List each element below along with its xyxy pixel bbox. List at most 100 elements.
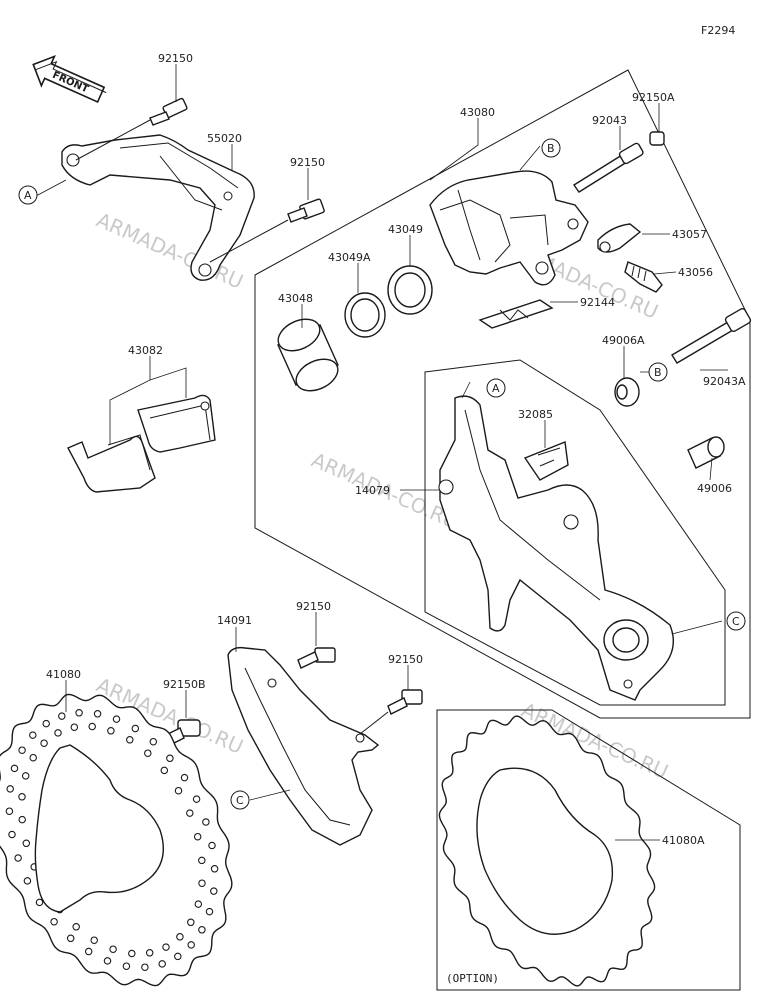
ref-c-text-1: C [732, 615, 740, 628]
label-14091: 14091 [217, 614, 252, 627]
bolt-92150-guard-2 [359, 689, 423, 735]
ref-marker-b-2: B [648, 362, 668, 382]
ref-marker-c-2: C [230, 790, 250, 810]
ref-b-text-1: B [547, 142, 555, 155]
rotor-vent-hole [70, 723, 79, 731]
label-32085: 32085 [518, 408, 553, 421]
rotor-vent-hole [174, 786, 183, 795]
seal-43049 [387, 265, 433, 315]
torque-link-55020 [61, 134, 255, 281]
rotor-vent-hole [126, 736, 134, 744]
rotor-vent-hole [198, 926, 206, 934]
rotor-vent-hole [194, 900, 203, 908]
rotor-vent-hole [205, 907, 214, 916]
rotor-vent-hole [210, 887, 218, 895]
caliper-body-43080 [429, 170, 589, 286]
rotor-vent-hole [186, 809, 194, 817]
bolt-92150-guard-1 [297, 647, 336, 669]
label-43048: 43048 [278, 292, 313, 305]
bracket-assembly-frame [424, 359, 726, 706]
ref-marker-a-2: A [486, 378, 506, 398]
rotor-vent-hole [35, 898, 44, 907]
caliper-bracket-14079 [438, 395, 674, 701]
ref-marker-b-1: B [541, 138, 561, 158]
ref-b-text-2: B [654, 366, 662, 379]
label-92043: 92043 [592, 114, 627, 127]
rotor-vent-hole [149, 737, 158, 746]
rotor-41080 [0, 693, 233, 987]
label-92150-mid: 92150 [290, 156, 325, 169]
figure-code: F2294 [701, 24, 735, 37]
rotor-vent-hole [176, 933, 184, 941]
bushing-49006 [687, 436, 725, 469]
ref-marker-c-1: C [726, 611, 746, 631]
rotor-vent-hole [198, 856, 206, 865]
rotor-vent-hole [122, 962, 131, 970]
label-92150-low2: 92150 [388, 653, 423, 666]
rotor-vent-hole [198, 879, 206, 887]
cap-92150A [649, 131, 665, 146]
seal-43049A [344, 292, 386, 338]
rotor-vent-hole [72, 923, 80, 931]
pad-spring-32085 [523, 441, 569, 481]
label-92150-low: 92150 [296, 600, 331, 613]
rotor-vent-hole [141, 963, 149, 971]
rotor-vent-hole [10, 764, 19, 773]
bleeder-valve-43056 [624, 261, 663, 293]
rotor-vent-hole [18, 793, 26, 801]
rotor-vent-hole [42, 719, 50, 728]
rotor-vent-hole [144, 749, 152, 757]
leader-lines [35, 64, 728, 841]
rotor-vent-hole [210, 865, 219, 873]
rotor-vent-hole [192, 795, 201, 803]
rotor-vent-hole [18, 815, 26, 824]
rotor-vent-hole [75, 709, 83, 717]
label-92150B: 92150B [163, 678, 206, 691]
rotor-vent-hole [180, 773, 189, 782]
label-55020: 55020 [207, 132, 242, 145]
label-41080: 41080 [46, 668, 81, 681]
rotor-vent-hole [93, 710, 102, 718]
label-49006A: 49006A [602, 334, 645, 347]
label-43049A: 43049A [328, 251, 371, 264]
rotor-vent-hole [187, 941, 195, 949]
label-41080A: 41080A [662, 834, 705, 847]
rotor-vent-hole [18, 746, 26, 754]
pin-92043A [671, 307, 752, 364]
rotor-vent-hole [166, 754, 174, 763]
rotor-vent-hole [23, 877, 32, 885]
ref-c-text-2: C [236, 794, 244, 807]
rotor-vent-hole [112, 715, 121, 723]
rotor-vent-hole [162, 943, 170, 951]
label-92150A: 92150A [632, 91, 675, 104]
rotor-vent-hole [66, 934, 75, 943]
rotor-vent-hole [187, 918, 195, 927]
ref-a-text-1: A [24, 189, 32, 202]
rotor-vent-hole [202, 818, 210, 826]
bushing-49006A [614, 377, 640, 407]
rotor-vent-hole [29, 753, 37, 762]
rotor-vent-hole [90, 936, 98, 944]
bleeder-cap-43057 [597, 223, 642, 253]
spring-92144 [478, 299, 554, 329]
rotor-vent-hole [14, 854, 22, 862]
rotor-vent-hole [158, 960, 166, 968]
label-option: (OPTION) [446, 972, 499, 985]
label-43057: 43057 [672, 228, 707, 241]
rotor-vent-hole [109, 945, 117, 953]
rotor-vent-hole [40, 739, 48, 747]
rotor-vent-hole [131, 724, 140, 733]
label-43049: 43049 [388, 223, 423, 236]
rotor-vent-hole [8, 830, 16, 839]
piston-43048 [277, 318, 339, 392]
rotor-vent-hole [107, 727, 115, 735]
rotor-vent-hole [193, 832, 202, 841]
rotor-vent-hole [160, 766, 169, 775]
rotor-vent-hole [88, 722, 96, 731]
label-43080: 43080 [460, 106, 495, 119]
bolt-92150-top [75, 97, 188, 161]
bolt-92150-mid [209, 198, 325, 263]
label-43082: 43082 [128, 344, 163, 357]
pin-92043 [572, 142, 644, 193]
